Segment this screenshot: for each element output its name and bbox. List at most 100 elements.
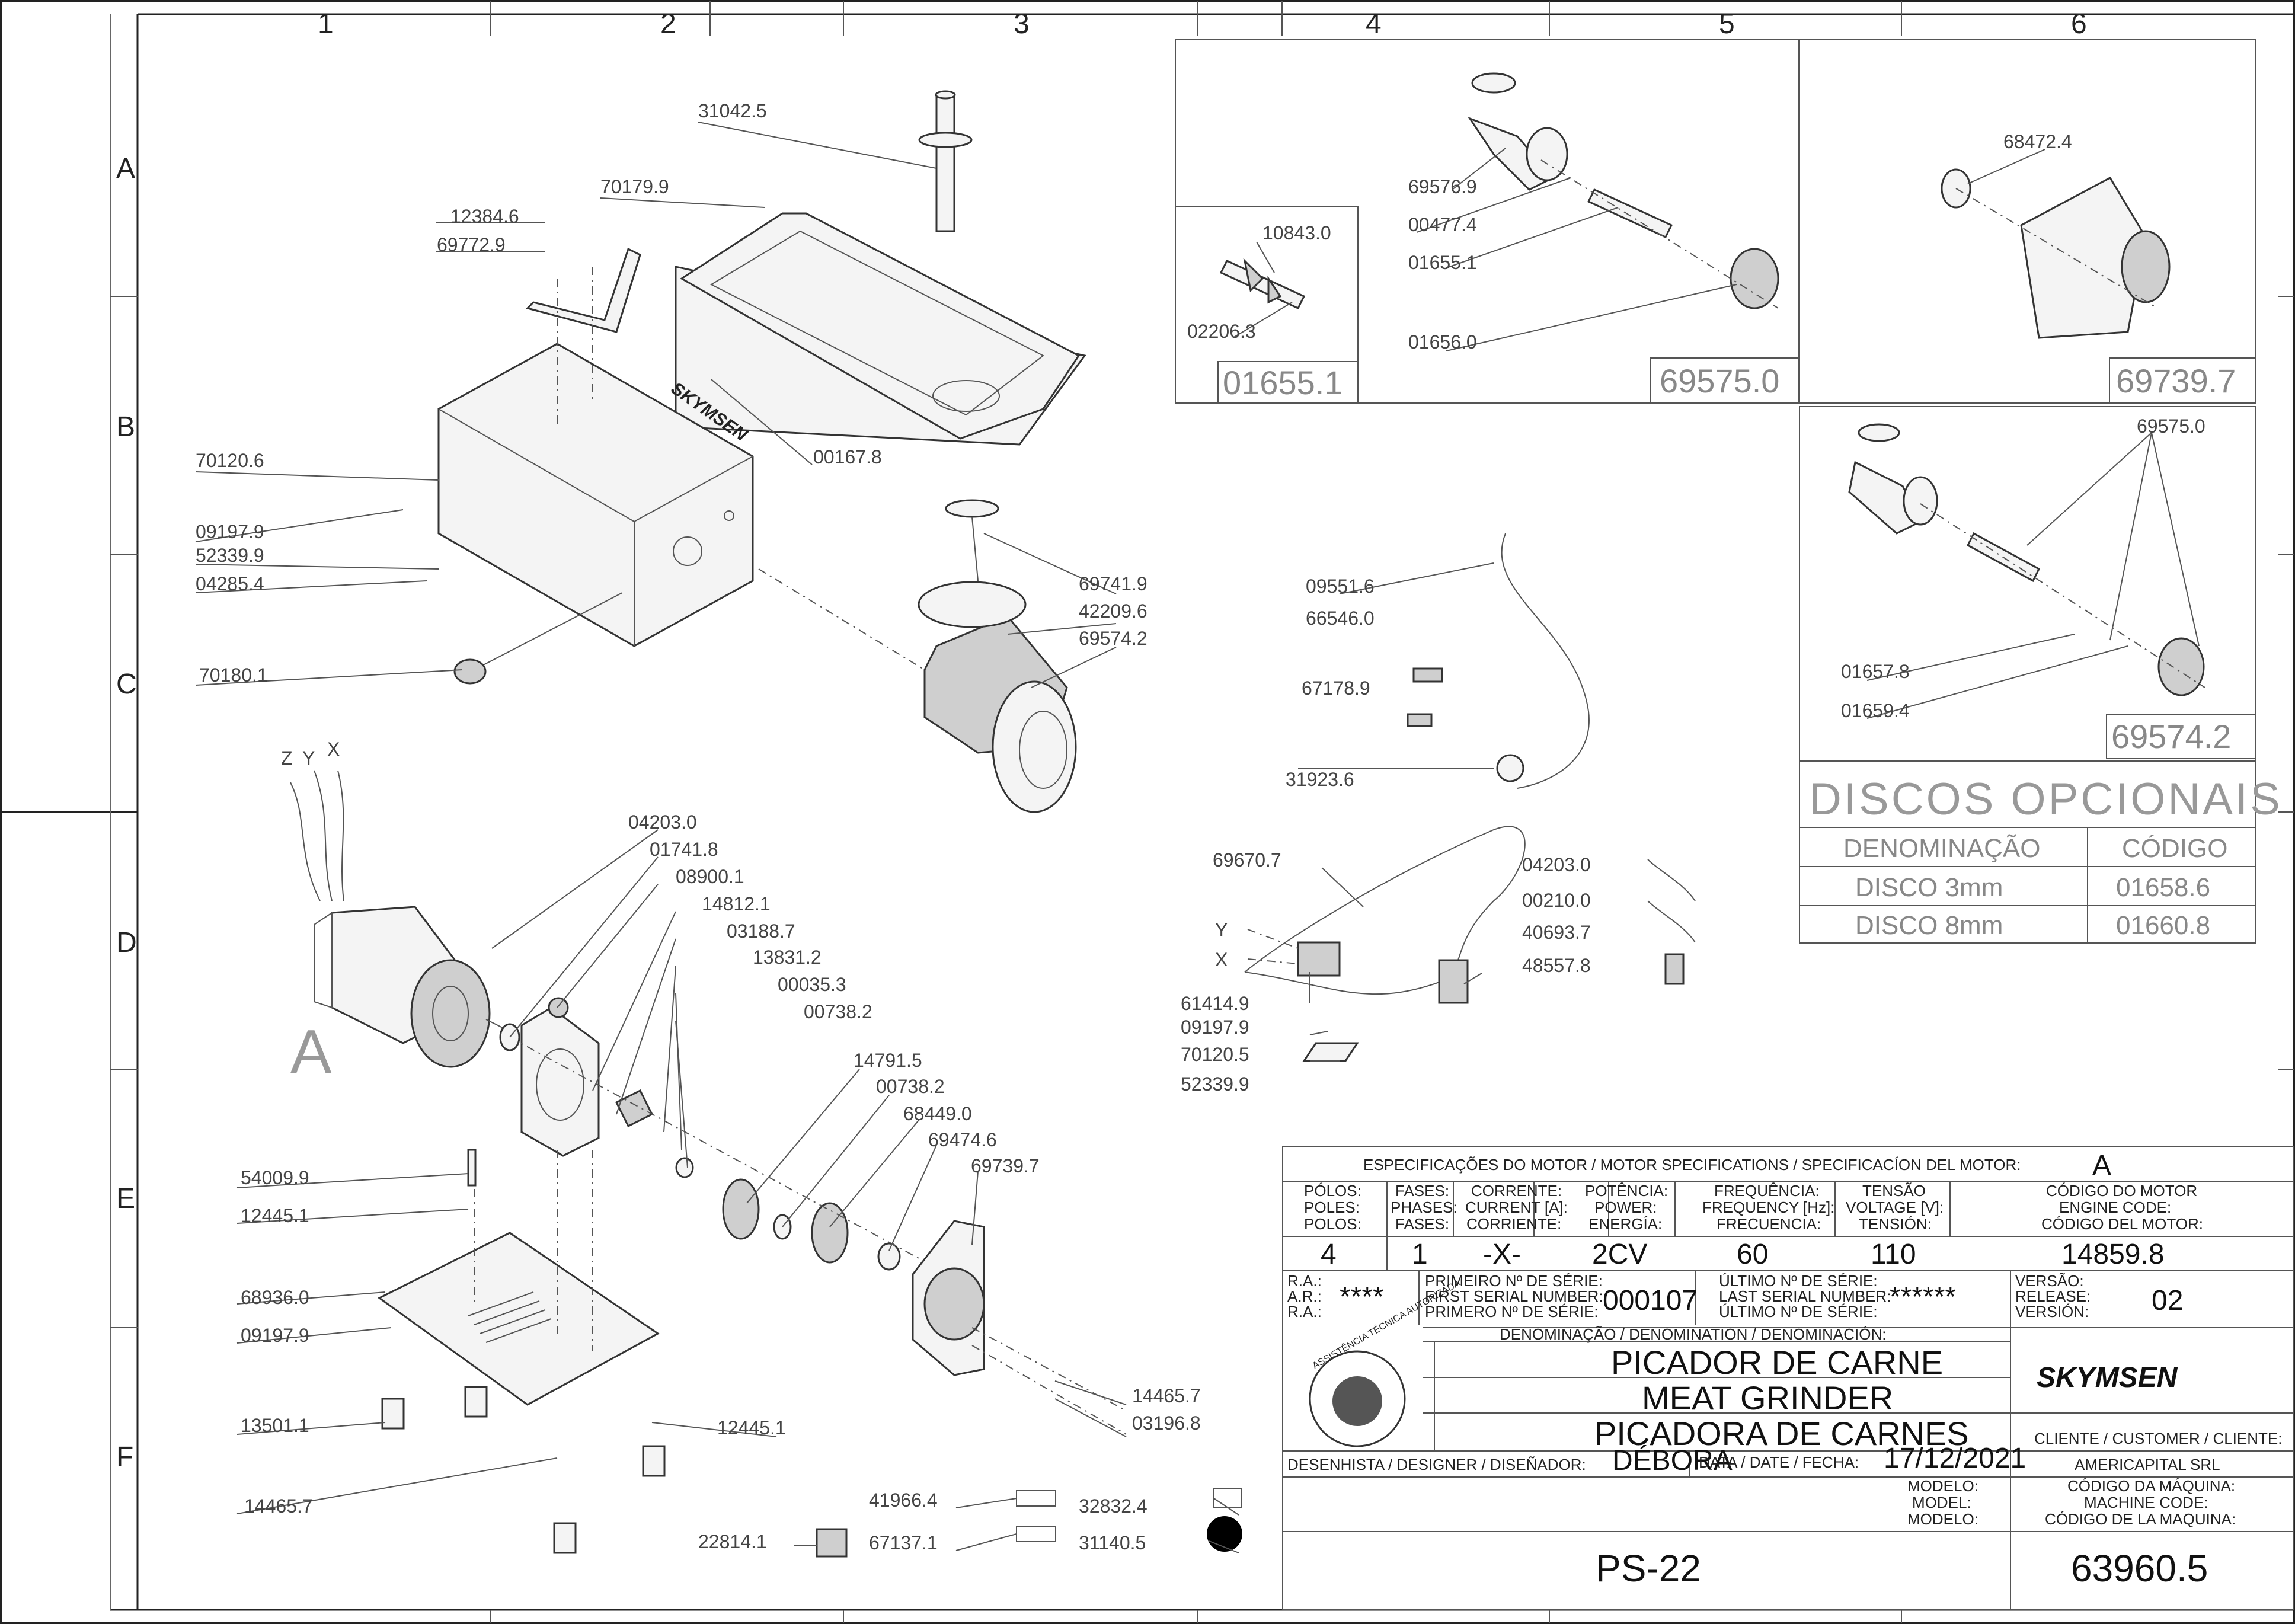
callout-70180: 70180.1 (199, 664, 268, 686)
version-lbl-pt: VERSÃO: (2015, 1272, 2084, 1290)
optional-discs-title: DISCOS OPCIONAIS (1809, 774, 2283, 824)
designer-value: DÉBORA (1612, 1445, 1733, 1476)
callout-52339a: 52339.9 (196, 545, 264, 566)
callout-08900: 08900.1 (676, 866, 744, 887)
subassembly-box-3-number: 69739.7 (2116, 362, 2236, 399)
callout-67137: 67137.1 (869, 1532, 938, 1553)
callout-69772: 69772.9 (437, 234, 506, 255)
callout-09197a: 09197.9 (196, 521, 264, 542)
callout-69739a: 69739.7 (971, 1155, 1040, 1177)
callout-12384: 12384.6 (450, 206, 519, 227)
callout-70120a: 70120.6 (196, 450, 264, 471)
callout-68449: 68449.0 (903, 1103, 972, 1124)
callout-01656: 01656.0 (1408, 331, 1477, 353)
callout-61414: 61414.9 (1181, 993, 1249, 1014)
grid-row-A: A (116, 153, 135, 184)
client-value: AMERICAPITAL SRL (2075, 1456, 2220, 1473)
motor-drawing (290, 770, 510, 1068)
poles-hdr-en: POLES: (1304, 1198, 1360, 1216)
current-hdr-en: CURRENT [A]: (1465, 1198, 1568, 1216)
callout-09197b: 09197.9 (241, 1325, 309, 1346)
callout-01655b: 01655.1 (1408, 252, 1477, 273)
callout-69576: 69576.9 (1408, 176, 1477, 197)
optional-discs-header-code: CÓDIGO (2122, 834, 2227, 863)
date-label: DATA / DATE / FECHA: (1699, 1453, 1859, 1471)
callout-40693: 40693.7 (1522, 922, 1591, 943)
grid-col-3: 3 (1014, 8, 1030, 40)
mcode-lbl-pt: CÓDIGO DA MÁQUINA: (2067, 1477, 2235, 1495)
phases-value: 1 (1412, 1239, 1428, 1270)
callout-69670: 69670.7 (1213, 849, 1281, 871)
ra-value: **** (1340, 1281, 1384, 1313)
callout-54009: 54009.9 (241, 1167, 309, 1188)
callout-00167: 00167.8 (813, 446, 882, 468)
rear-cover-drawing (1941, 168, 2171, 339)
base-plate-drawing (378, 1149, 666, 1554)
frequency-value: 60 (1737, 1239, 1768, 1270)
leader-lines (195, 122, 2200, 1553)
callout-41966: 41966.4 (869, 1489, 938, 1511)
seal-text: ASSISTÊNCIA TÉCNICA AUTORIZADA (1310, 1277, 1462, 1371)
pusher-drawing (918, 90, 973, 232)
callout-70179: 70179.9 (600, 176, 669, 197)
callout-67178: 67178.9 (1302, 677, 1370, 699)
callout-31042: 31042.5 (698, 100, 767, 122)
subassembly-box-1-number: 01655.1 (1223, 364, 1343, 401)
disc-row-2-name: DISCO 8mm (1855, 911, 2003, 940)
callout-70120b: 70120.5 (1181, 1044, 1249, 1065)
small-parts-bottom (816, 1488, 1242, 1558)
callout-31140: 31140.5 (1079, 1532, 1146, 1553)
callout-labels: 31042.5 70179.9 12384.6 69772.9 70120.6 … (196, 100, 2205, 1553)
ra-lbl-3: R.A.: (1287, 1303, 1322, 1321)
freq-hdr-en: FREQUENCY [Hz]: (1702, 1198, 1834, 1216)
callout-01741: 01741.8 (650, 839, 718, 860)
denomination-header: DENOMINAÇÃO / DENOMINATION / DENOMINACIÓ… (1500, 1325, 1886, 1343)
first-serial-lbl-pt: PRIMEIRO Nº DE SÉRIE: (1425, 1272, 1603, 1290)
authorized-service-seal (1309, 1350, 1406, 1447)
grid-col-1: 1 (318, 8, 334, 40)
callout-14465a: 14465.7 (1132, 1385, 1201, 1406)
rear-housing-drawing (912, 1220, 1127, 1435)
callout-04203b: 04203.0 (1522, 854, 1591, 875)
phases-hdr-pt: FASES: (1395, 1182, 1449, 1200)
volt-hdr-es: TENSIÓN: (1859, 1215, 1932, 1233)
wire-x-label: X (1215, 949, 1228, 970)
model-lbl-es: MODELO: (1907, 1510, 1978, 1528)
current-value: -X- (1483, 1239, 1521, 1270)
callout-66546: 66546.0 (1306, 608, 1375, 629)
callout-12445a: 12445.1 (241, 1205, 309, 1226)
freq-hdr-es: FRECUENCIA: (1717, 1215, 1821, 1233)
first-serial-lbl-es: PRIMERO Nº DE SÉRIE: (1425, 1303, 1599, 1321)
last-serial-lbl-pt: ÚLTIMO Nº DE SÉRIE: (1719, 1272, 1878, 1290)
spec-header: ESPECIFICAÇÕES DO MOTOR / MOTOR SPECIFIC… (1363, 1156, 2021, 1174)
first-serial-value: 000107 (1603, 1285, 1698, 1316)
disc-row-2-code: 01660.8 (2116, 911, 2210, 940)
client-header: CLIENTE / CUSTOMER / CLIENTE: (2034, 1430, 2282, 1447)
callout-48557: 48557.8 (1522, 955, 1591, 976)
callout-09197c: 09197.9 (1181, 1016, 1249, 1038)
disc-row-1-code: 01658.6 (2116, 873, 2210, 902)
callout-32832: 32832.4 (1079, 1495, 1148, 1517)
grid-row-B: B (116, 411, 135, 443)
callout-14465b: 14465.7 (244, 1495, 313, 1517)
title-block-text: ESPECIFICAÇÕES DO MOTOR / MOTOR SPECIFIC… (1287, 1150, 2282, 1590)
subassembly-frames (1175, 39, 2256, 944)
callout-22814: 22814.1 (698, 1531, 767, 1552)
model-lbl-pt: MODELO: (1907, 1477, 1978, 1495)
name-english: MEAT GRINDER (1642, 1379, 1893, 1417)
poles-hdr-es: POLOS: (1304, 1215, 1361, 1233)
poles-hdr-pt: PÓLOS: (1304, 1182, 1361, 1200)
power-hdr-pt: POTÊNCIA: (1585, 1182, 1668, 1200)
callout-02206: 02206.3 (1187, 321, 1256, 342)
callout-10843: 10843.0 (1262, 222, 1331, 244)
callout-00477: 00477.4 (1408, 214, 1477, 235)
view-a-label: A (290, 1018, 332, 1086)
power-value: 2CV (1592, 1239, 1647, 1270)
first-serial-lbl-en: FIRST SERIAL NUMBER: (1425, 1287, 1603, 1305)
version-lbl-en: RELEASE: (2015, 1287, 2091, 1305)
volt-hdr-en: VOLTAGE [V]: (1846, 1198, 1944, 1216)
designer-label: DESENHISTA / DESIGNER / DISEÑADOR: (1287, 1456, 1586, 1473)
title-block (1282, 1146, 2294, 1610)
axle-nut-drawing (453, 592, 623, 685)
callout-69574a: 69574.2 (1079, 628, 1148, 649)
